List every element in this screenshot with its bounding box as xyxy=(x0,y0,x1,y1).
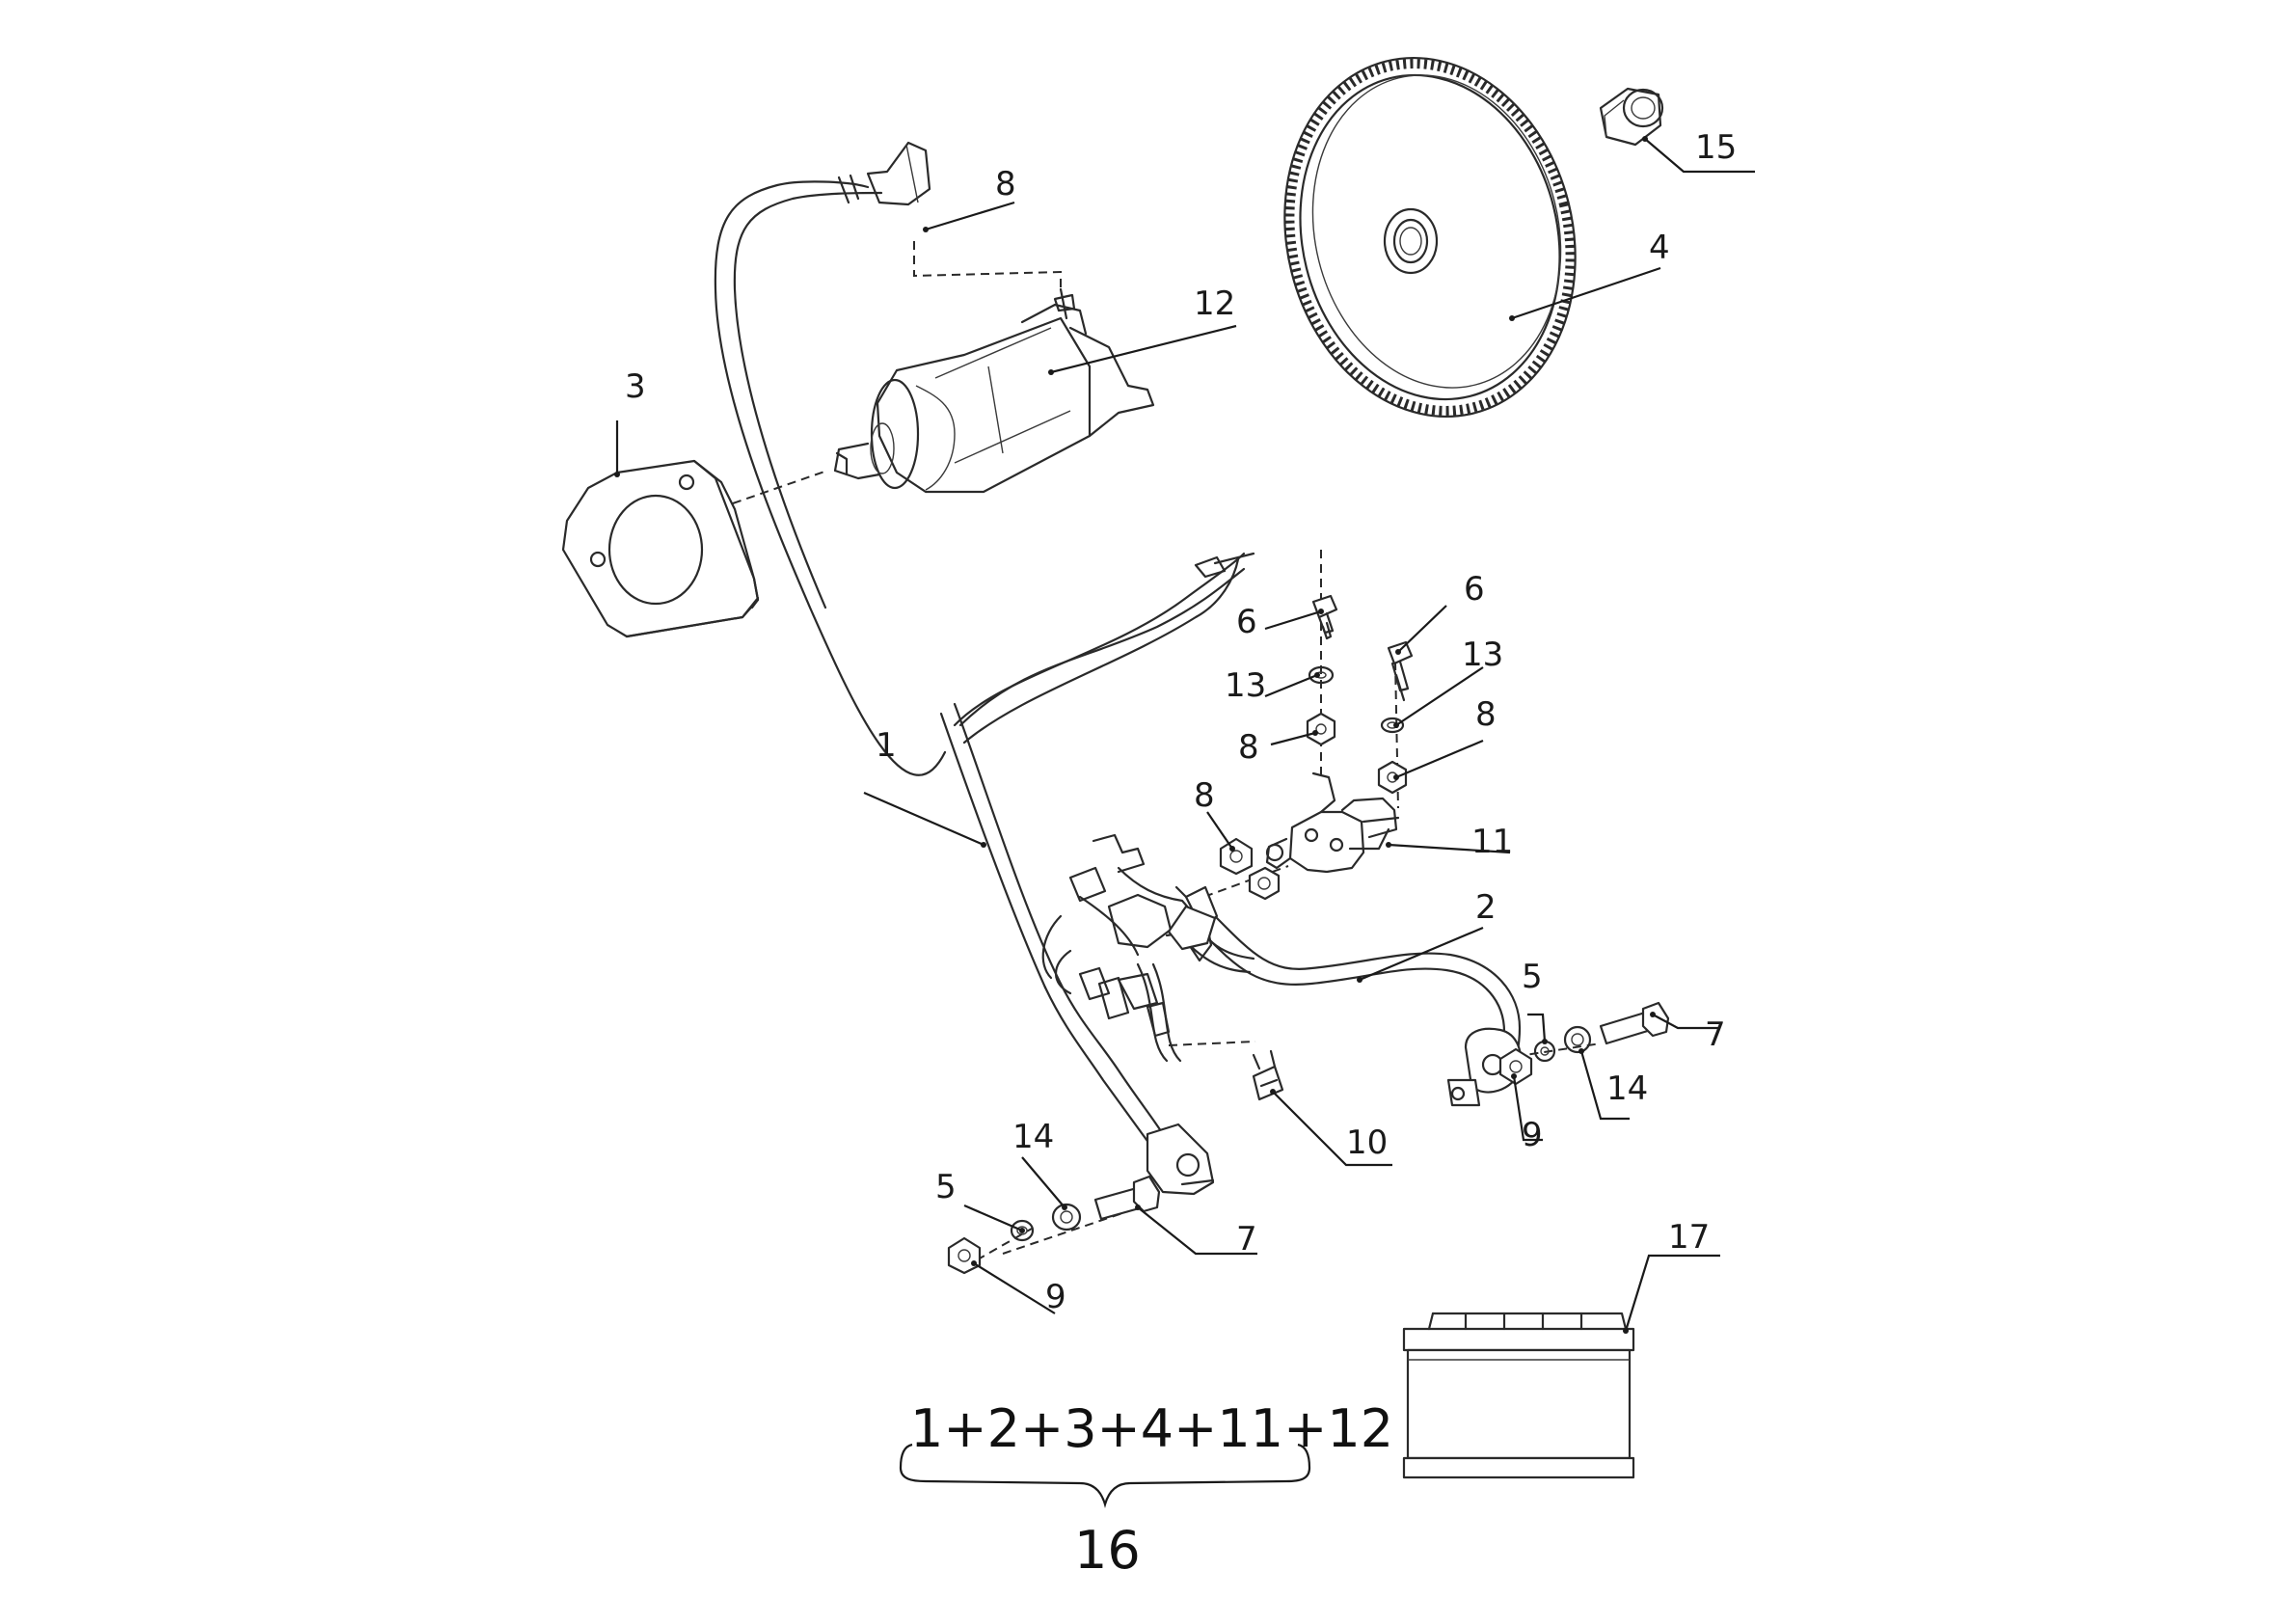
callout-17: 17 xyxy=(1668,1218,1710,1257)
callout-12: 12 xyxy=(1194,284,1235,323)
callout-8-top: 8 xyxy=(995,165,1016,203)
leader-lines xyxy=(614,136,1755,1334)
callout-1: 1 xyxy=(876,726,897,765)
solenoid-harness-cluster xyxy=(1041,833,1255,1063)
ring-gear-flywheel xyxy=(1283,57,1577,418)
negative-cable xyxy=(1167,885,1523,1107)
callout-7-left: 7 xyxy=(1236,1220,1257,1259)
callout-14-left: 14 xyxy=(1012,1118,1054,1156)
sense-wire xyxy=(958,567,1246,727)
positive-terminal-fasteners xyxy=(947,1175,1161,1275)
callout-6-left: 6 xyxy=(1236,603,1257,641)
starter-motor xyxy=(833,287,1155,494)
callout-3: 3 xyxy=(625,367,646,406)
flywheel-nut xyxy=(1599,87,1664,147)
callout-9-right: 9 xyxy=(1522,1116,1543,1154)
callout-14-right: 14 xyxy=(1606,1069,1648,1108)
callout-5-left: 5 xyxy=(935,1168,957,1206)
negative-terminal-fasteners xyxy=(1498,1001,1670,1086)
battery xyxy=(1402,1312,1635,1479)
callout-8-relay: 8 xyxy=(1194,776,1215,815)
positive-cable-harness xyxy=(714,141,1255,989)
relay-terminal-nuts xyxy=(1219,837,1281,901)
callout-13-right: 13 xyxy=(1462,636,1503,674)
callout-4: 4 xyxy=(1649,229,1670,267)
callout-13-left: 13 xyxy=(1225,666,1266,705)
kit-part-number: 16 xyxy=(1074,1520,1141,1581)
kit-components-formula: 1+2+3+4+11+12 xyxy=(910,1398,1393,1459)
callout-5-right: 5 xyxy=(1522,958,1543,996)
kit-brace xyxy=(899,1443,1311,1508)
callout-11: 11 xyxy=(1471,823,1513,861)
positive-battery-lead xyxy=(1043,982,1215,1196)
callout-7-right: 7 xyxy=(1705,1015,1726,1054)
callout-6-right: 6 xyxy=(1464,570,1485,609)
main-fuse xyxy=(1252,1049,1284,1101)
callout-10: 10 xyxy=(1346,1123,1388,1162)
callout-8-right: 8 xyxy=(1475,695,1497,734)
starter-relay xyxy=(1265,771,1400,874)
callout-2: 2 xyxy=(1475,888,1497,927)
callout-labels: 1 2 3 4 5 5 6 6 7 7 8 8 8 8 9 9 10 11 12… xyxy=(625,128,1737,1316)
callout-8-middle: 8 xyxy=(1238,728,1259,767)
starter-bracket-plate xyxy=(561,459,760,638)
callout-9-left: 9 xyxy=(1045,1278,1066,1316)
callout-15: 15 xyxy=(1695,128,1737,167)
